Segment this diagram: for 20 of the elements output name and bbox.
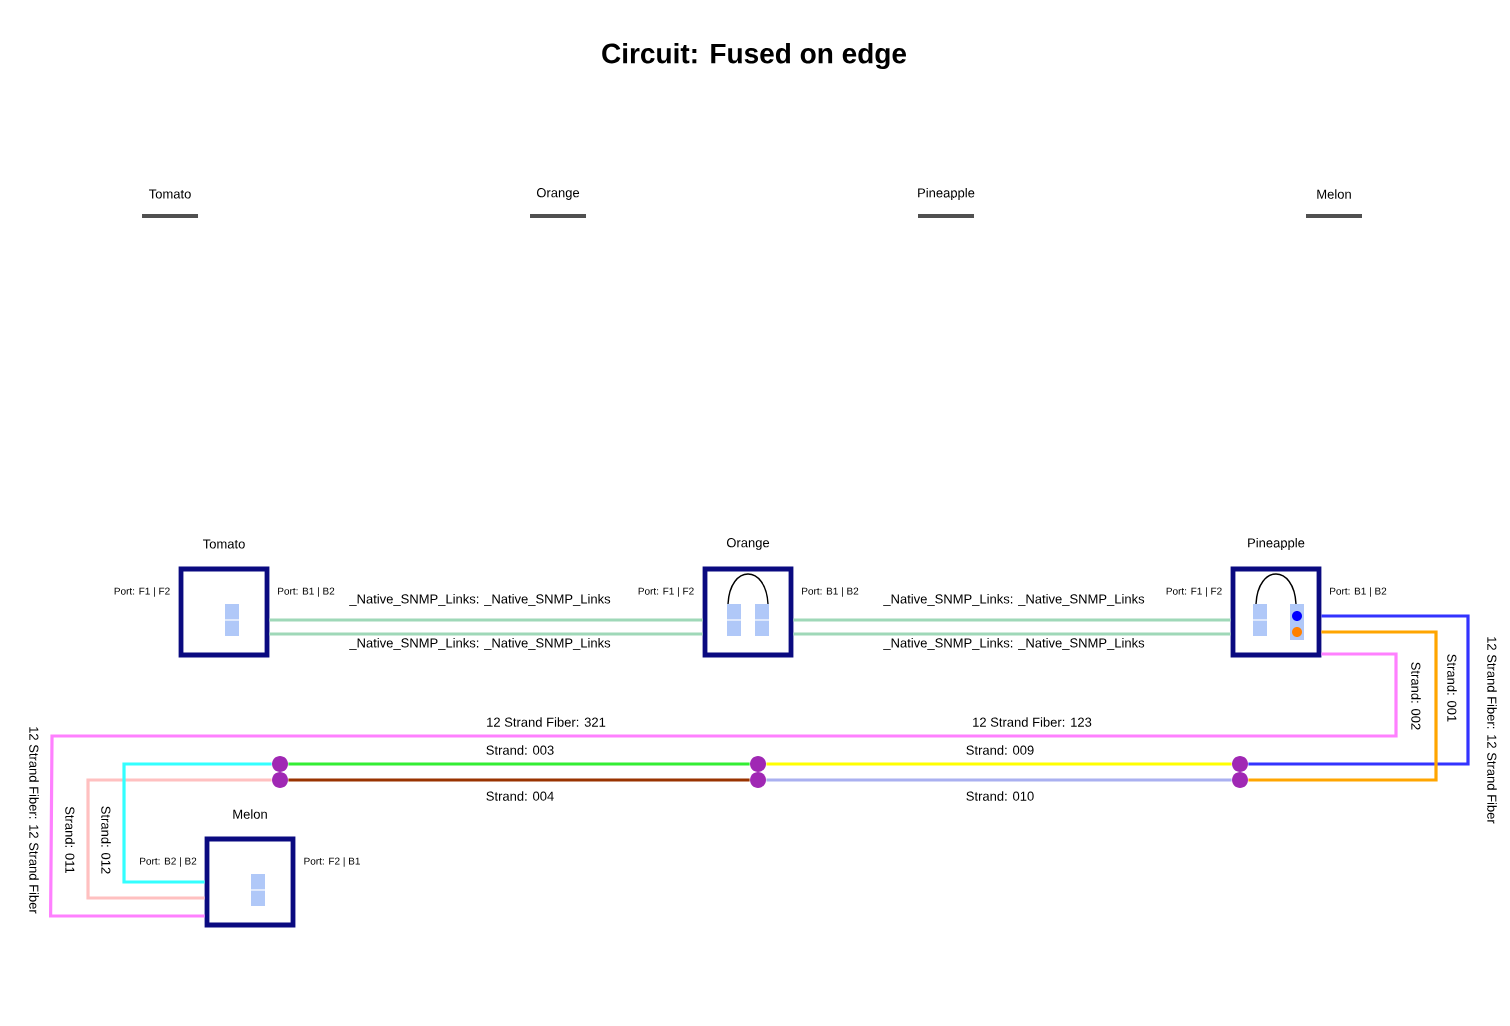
cable-line [793,618,1231,622]
splice-dot [272,772,288,788]
title: Circuit: Fused on edge [602,42,907,70]
cable-line [288,778,750,782]
cable-line [288,762,750,766]
splice-dot [1232,772,1248,788]
cable-line [122,762,272,884]
cable-line [766,762,1232,766]
cable-line [86,778,272,900]
cable-line [1248,614,1470,766]
cable-line [269,632,703,636]
cable-line [766,778,1232,782]
cable-line [793,632,1231,636]
cable-line [49,652,1398,918]
splice-dot [750,756,766,772]
splice-dot [272,756,288,772]
cable-line [269,618,703,622]
cable-line [1248,630,1438,782]
splice-dot [1232,756,1248,772]
splice-dot [750,772,766,788]
